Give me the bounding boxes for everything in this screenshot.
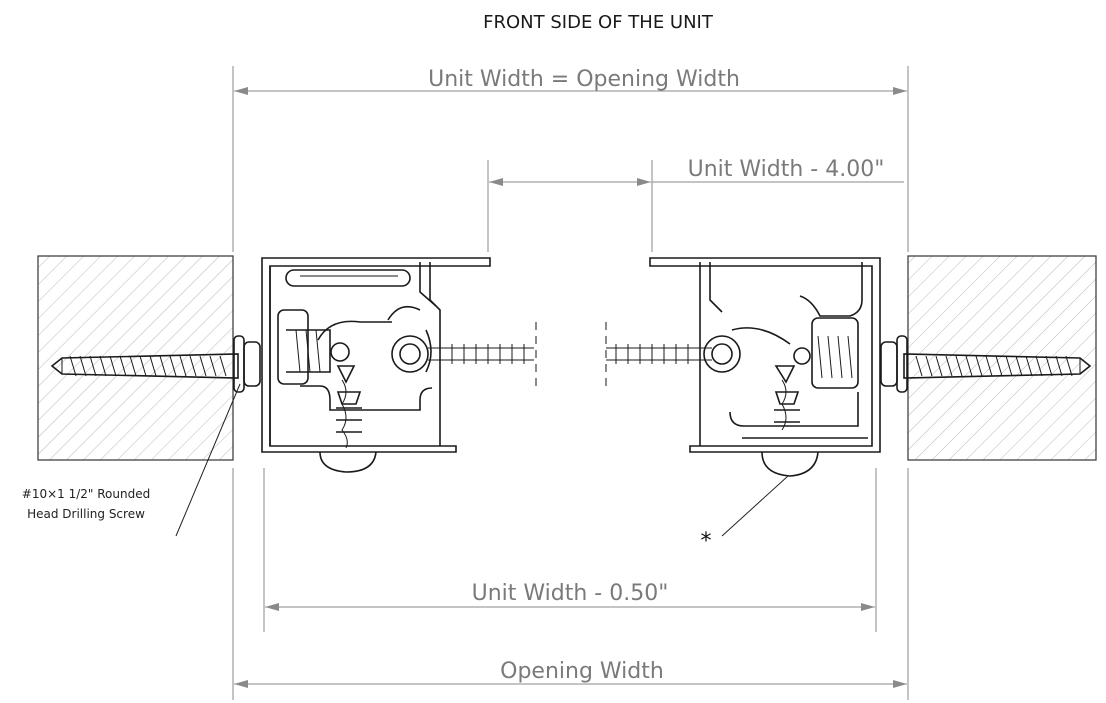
dimension-inner-label: Unit Width - 0.50" xyxy=(472,581,669,606)
left-wall-screw xyxy=(50,335,261,393)
dimension-unit-width-label: Unit Width = Opening Width xyxy=(428,67,740,92)
title-label: FRONT SIDE OF THE UNIT xyxy=(483,12,714,33)
asterisk-leader-line xyxy=(721,475,789,537)
left-frame-profile xyxy=(261,257,491,473)
screw-note-line1: #10×1 1/2" Rounded xyxy=(22,487,150,501)
asterisk-mark: * xyxy=(701,529,712,554)
dimension-opening-width: Opening Width xyxy=(234,659,907,688)
extension-lines xyxy=(232,66,909,700)
right-wall-screw xyxy=(880,335,1092,393)
right-brush xyxy=(605,322,712,390)
screw-leader-line xyxy=(175,383,241,537)
dimension-gap-label: Unit Width - 4.00" xyxy=(688,157,885,182)
dimension-gap: Unit Width - 4.00" xyxy=(489,157,904,186)
dimension-opening-width-label: Opening Width xyxy=(500,659,664,684)
dimension-inner: Unit Width - 0.50" xyxy=(265,581,875,611)
right-frame-profile xyxy=(649,257,881,477)
left-brush xyxy=(428,322,537,390)
screw-note-line2: Head Drilling Screw xyxy=(27,507,145,521)
dimension-unit-width: Unit Width = Opening Width xyxy=(234,67,907,95)
